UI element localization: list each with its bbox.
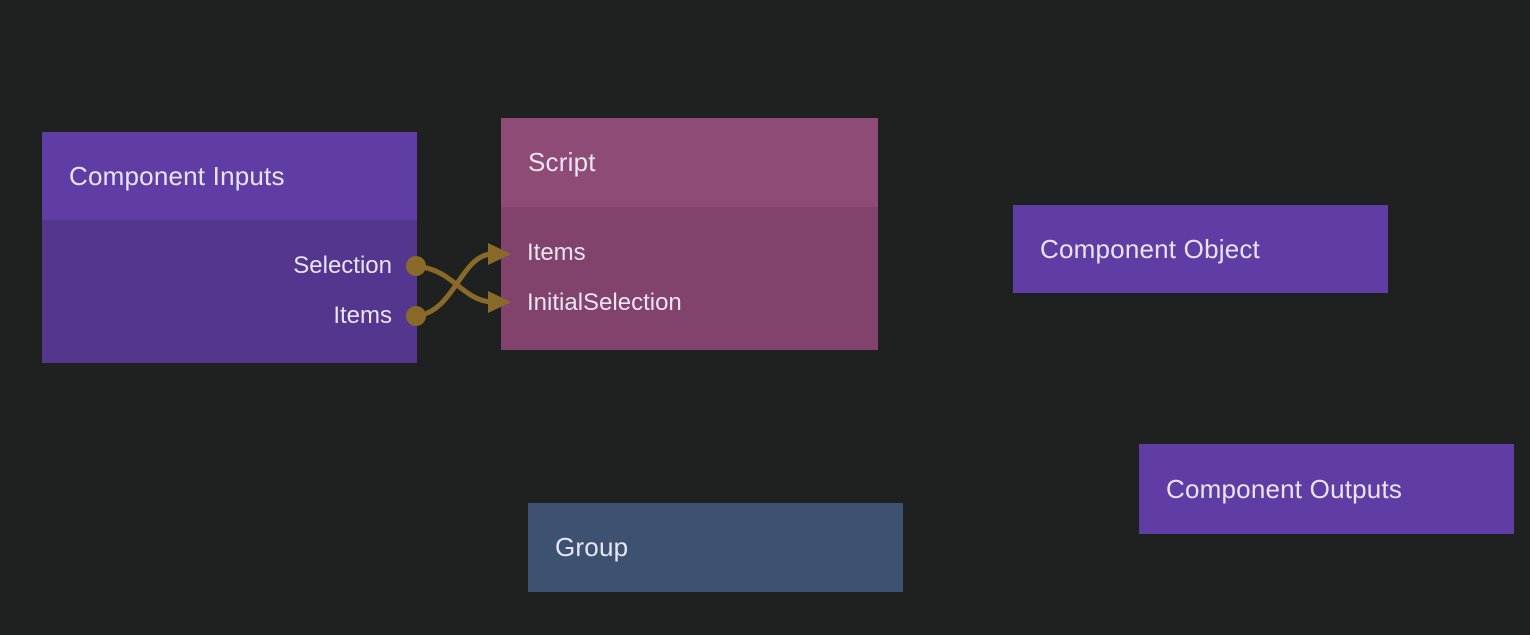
port-initialselection[interactable]: InitialSelection [501,278,878,328]
node-body: Selection Items [42,220,417,363]
port-items-input[interactable]: Items [501,228,878,278]
node-body: Items InitialSelection [501,207,878,350]
port-label: Items [333,302,392,329]
port-items-output[interactable]: Items [42,291,417,341]
port-label: InitialSelection [527,289,682,316]
node-component-inputs[interactable]: Component Inputs Selection Items [42,132,417,363]
node-title: Group [555,532,629,562]
node-component-object[interactable]: Component Object [1013,205,1388,293]
wire-items-to-items[interactable] [415,251,491,319]
port-selection[interactable]: Selection [42,241,417,291]
node-header[interactable]: Group [528,503,903,592]
node-group[interactable]: Group [528,503,903,592]
port-label: Items [527,239,586,266]
node-component-outputs[interactable]: Component Outputs [1139,444,1514,534]
node-script[interactable]: Script Items InitialSelection [501,118,878,350]
node-header[interactable]: Component Object [1013,205,1388,293]
node-title: Script [528,147,596,177]
node-title: Component Outputs [1166,473,1403,504]
wire-selection-to-initialselection[interactable] [415,263,491,305]
node-title: Component Object [1040,233,1260,264]
port-label: Selection [293,252,392,279]
node-title: Component Inputs [69,160,285,191]
node-header[interactable]: Component Inputs [42,132,417,220]
node-header[interactable]: Script [501,118,878,207]
node-header[interactable]: Component Outputs [1139,444,1514,534]
